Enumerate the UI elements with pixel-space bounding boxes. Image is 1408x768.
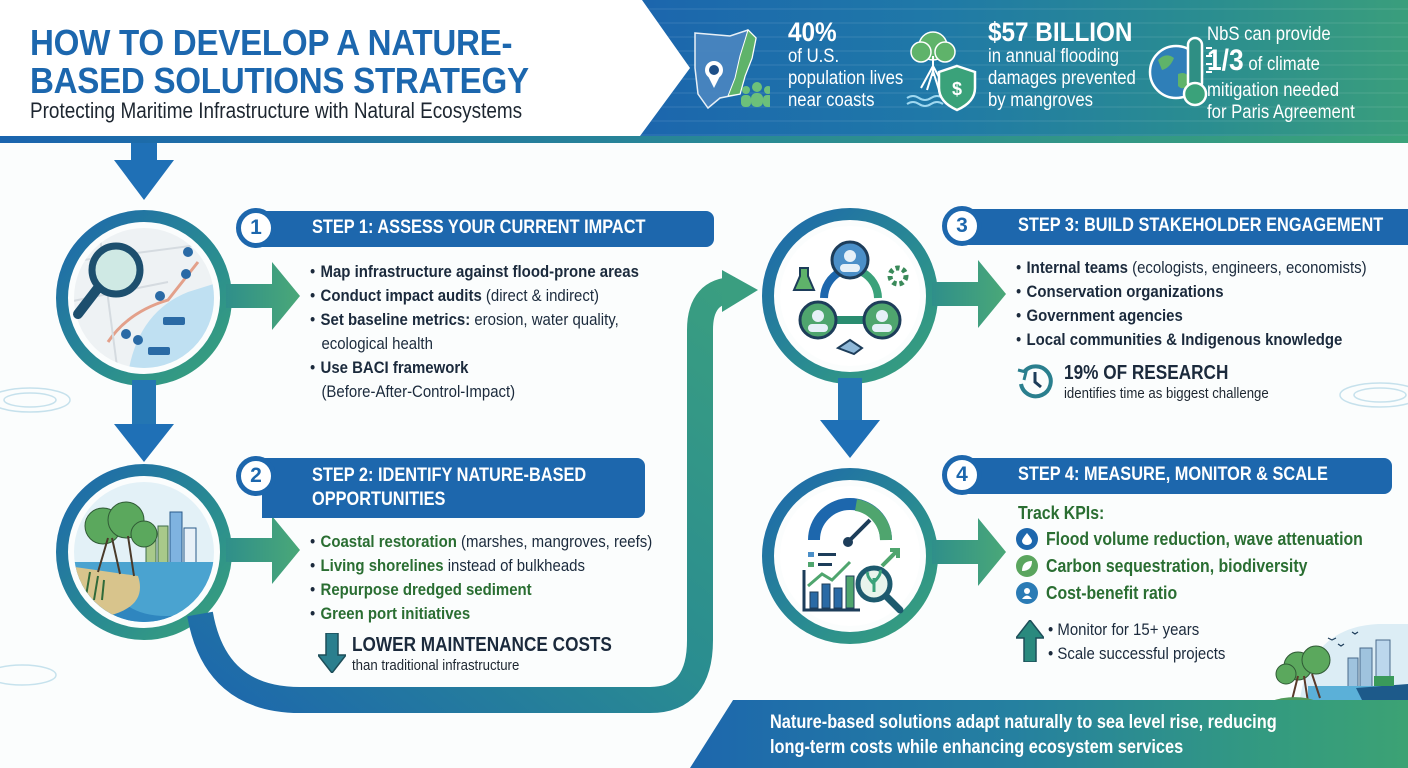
callout-subtext: than traditional infrastructure: [352, 657, 520, 674]
step-2-list: •Coastal restoration (marshes, mangroves…: [310, 530, 699, 626]
header-divider: [0, 136, 1408, 143]
mangrove-shield-icon: $: [905, 26, 985, 114]
list-item: • Monitor for 15+ years: [1048, 620, 1200, 639]
mangrove-coast-city-icon: [68, 476, 220, 628]
list-item: •Map infrastructure against flood-prone …: [310, 262, 639, 281]
list-item: •Set baseline metrics: erosion, water qu…: [310, 310, 619, 353]
step-2-title-line-2: OPPORTUNITIES: [312, 489, 446, 510]
step-2-title-line-1: STEP 2: IDENTIFY NATURE-BASED: [312, 465, 587, 486]
callout-heading: LOWER MAINTENANCE COSTS: [352, 634, 612, 656]
callout-heading: 19% OF RESEARCH: [1064, 362, 1229, 384]
us-coast-map-icon: [690, 28, 770, 114]
step-4-number: 4: [942, 455, 982, 495]
list-item: •Internal teams (ecologists, engineers, …: [1016, 258, 1367, 277]
step-4-header: STEP 4: MEASURE, MONITOR & SCALE: [968, 458, 1393, 494]
stat-text: for Paris Agreement: [1207, 102, 1355, 123]
step-1-number: 1: [236, 208, 276, 248]
kpi-item: Cost-benefit ratio: [1016, 582, 1195, 604]
stat-value: 1/3: [1207, 44, 1244, 77]
step-4-title: STEP 4: MEASURE, MONITOR & SCALE: [1018, 464, 1328, 485]
footer-banner: [690, 700, 1408, 768]
stat-text: mitigation needed: [1207, 80, 1339, 101]
stat-value: 40%: [788, 17, 837, 47]
list-item: •Repurpose dredged sediment: [310, 580, 532, 599]
list-item: • Scale successful projects: [1048, 644, 1226, 663]
callout-subtext: identifies time as biggest challenge: [1064, 385, 1269, 402]
kpi-text: Cost-benefit ratio: [1046, 582, 1178, 603]
kpi-title: Track KPIs:: [1018, 503, 1105, 523]
footer-line-1: Nature-based solutions adapt naturally t…: [770, 712, 1277, 733]
stat-value: $57 BILLION: [988, 17, 1133, 47]
page-title: HOW TO DEVELOP A NATURE- BASED SOLUTIONS…: [30, 24, 619, 100]
list-item: •Conservation organizations: [1016, 282, 1224, 301]
research-stat-callout: 19% OF RESEARCH identifies time as bigge…: [1064, 362, 1297, 402]
step-2-number: 2: [236, 456, 276, 496]
step-3-title: STEP 3: BUILD STAKEHOLDER ENGAGEMENT: [1018, 215, 1384, 236]
footer-message: Nature-based solutions adapt naturally t…: [770, 710, 1277, 760]
stat-climate-mitigation: NbS can provide 1/3 of climate mitigatio…: [1207, 24, 1375, 124]
footer-line-2: long-term costs while enhancing ecosyste…: [770, 737, 1184, 758]
arrow-up-icon: [1016, 620, 1044, 662]
step-1-header: STEP 1: ASSESS YOUR CURRENT IMPACT: [262, 211, 714, 247]
step-1-list: •Map infrastructure against flood-prone …: [310, 260, 684, 404]
stat-coastal-population: 40% of U.S. population lives near coasts: [788, 18, 919, 112]
water-drop-icon: [1016, 528, 1038, 550]
title-line-2: BASED SOLUTIONS STRATEGY: [30, 60, 529, 101]
person-icon: [1016, 582, 1038, 604]
step-3-number: 3: [942, 206, 982, 246]
stat-text: damages prevented: [988, 68, 1136, 89]
stat-text: NbS can provide: [1207, 24, 1331, 45]
stat-value-line: 1/3 of climate: [1207, 46, 1355, 80]
stat-text: in annual flooding: [988, 46, 1120, 67]
arrow-down-icon: [114, 143, 174, 200]
stat-flood-damages: $57 BILLION in annual flooding damages p…: [988, 18, 1156, 112]
list-item: •Living shorelines instead of bulkheads: [310, 556, 585, 575]
map-magnifier-icon: [68, 222, 220, 374]
stakeholder-network-icon: [774, 220, 926, 372]
kpi-text: Flood volume reduction, wave attenuation: [1046, 528, 1363, 549]
list-item: •Use BACI framework(Before-After-Control…: [310, 358, 516, 401]
title-line-1: HOW TO DEVELOP A NATURE-: [30, 22, 513, 63]
step-3-header: STEP 3: BUILD STAKEHOLDER ENGAGEMENT: [968, 209, 1408, 245]
step-1-title: STEP 1: ASSESS YOUR CURRENT IMPACT: [312, 217, 646, 238]
list-item: •Government agencies: [1016, 306, 1183, 325]
stat-text: near coasts: [788, 90, 875, 111]
list-item: •Conduct impact audits (direct & indirec…: [310, 286, 599, 305]
arrow-down-icon: [318, 633, 346, 673]
header-title-area: [0, 0, 700, 138]
stat-text: of U.S.: [788, 46, 840, 67]
step-2-header: STEP 2: IDENTIFY NATURE-BASED OPPORTUNIT…: [262, 458, 645, 518]
gauge-chart-magnifier-icon: [774, 480, 926, 632]
svg-text:$: $: [952, 79, 962, 99]
kpi-text: Carbon sequestration, biodiversity: [1046, 555, 1308, 576]
page-subtitle: Protecting Maritime Infrastructure with …: [30, 98, 523, 123]
kpi-item: Carbon sequestration, biodiversity: [1016, 555, 1343, 577]
list-item: •Green port initiatives: [310, 604, 471, 623]
stat-text: population lives: [788, 68, 904, 89]
kpi-item: Flood volume reduction, wave attenuation: [1016, 528, 1406, 550]
list-item: •Local communities & Indigenous knowledg…: [1016, 330, 1343, 349]
list-item: •Coastal restoration (marshes, mangroves…: [310, 532, 653, 551]
step-3-list: •Internal teams (ecologists, engineers, …: [1016, 256, 1408, 352]
maintenance-costs-callout: LOWER MAINTENANCE COSTS than traditional…: [352, 634, 654, 674]
stat-text: of climate: [1243, 54, 1320, 75]
globe-thermometer-icon: [1148, 34, 1214, 110]
stat-text: by mangroves: [988, 90, 1094, 111]
monitor-list: • Monitor for 15+ years • Scale successf…: [1048, 618, 1250, 666]
leaf-icon: [1016, 555, 1038, 577]
clock-history-icon: [1016, 362, 1054, 400]
